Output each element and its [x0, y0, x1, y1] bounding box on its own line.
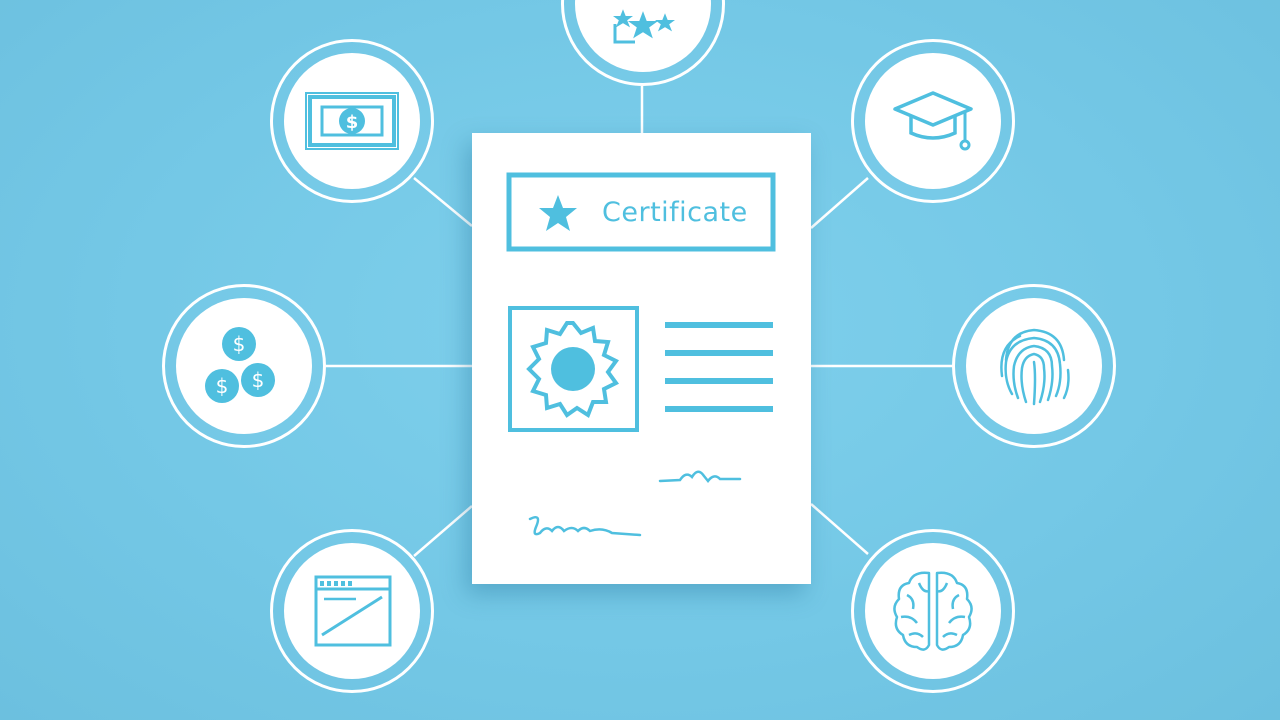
connector-bottom-left — [413, 505, 473, 557]
signature-left — [528, 516, 642, 537]
node-middle-right — [952, 284, 1116, 448]
browser-window-icon — [314, 575, 392, 647]
connector-bottom-right — [810, 503, 869, 555]
node-top-left: $ — [270, 39, 434, 203]
node-top-right — [851, 39, 1015, 203]
svg-text:$: $ — [233, 332, 246, 356]
award-stars-icon — [613, 9, 675, 44]
brain-icon — [893, 571, 973, 651]
svg-text:$: $ — [346, 112, 359, 133]
seal-frame — [508, 306, 639, 432]
connector-top-left — [413, 177, 473, 227]
node-bottom-left — [270, 529, 434, 693]
signature-right — [658, 470, 742, 484]
text-lines — [665, 322, 773, 412]
certificate-document: Certificate — [472, 133, 811, 584]
certificate-artwork — [506, 172, 776, 537]
node-middle-left: $ $ $ — [162, 284, 326, 448]
certificate-header-box — [506, 172, 776, 252]
star-icon — [539, 195, 577, 231]
graduation-cap-icon — [893, 91, 973, 151]
banknote-icon: $ — [305, 92, 399, 150]
node-top — [561, 0, 725, 86]
svg-text:$: $ — [252, 368, 265, 392]
fingerprint-icon — [1000, 328, 1070, 406]
seal-icon — [526, 321, 620, 418]
certificate-title: Certificate — [602, 197, 748, 228]
connector-top-right — [810, 177, 869, 229]
svg-text:$: $ — [216, 374, 229, 398]
coins-icon: $ $ $ — [205, 327, 275, 403]
node-bottom-right — [851, 529, 1015, 693]
